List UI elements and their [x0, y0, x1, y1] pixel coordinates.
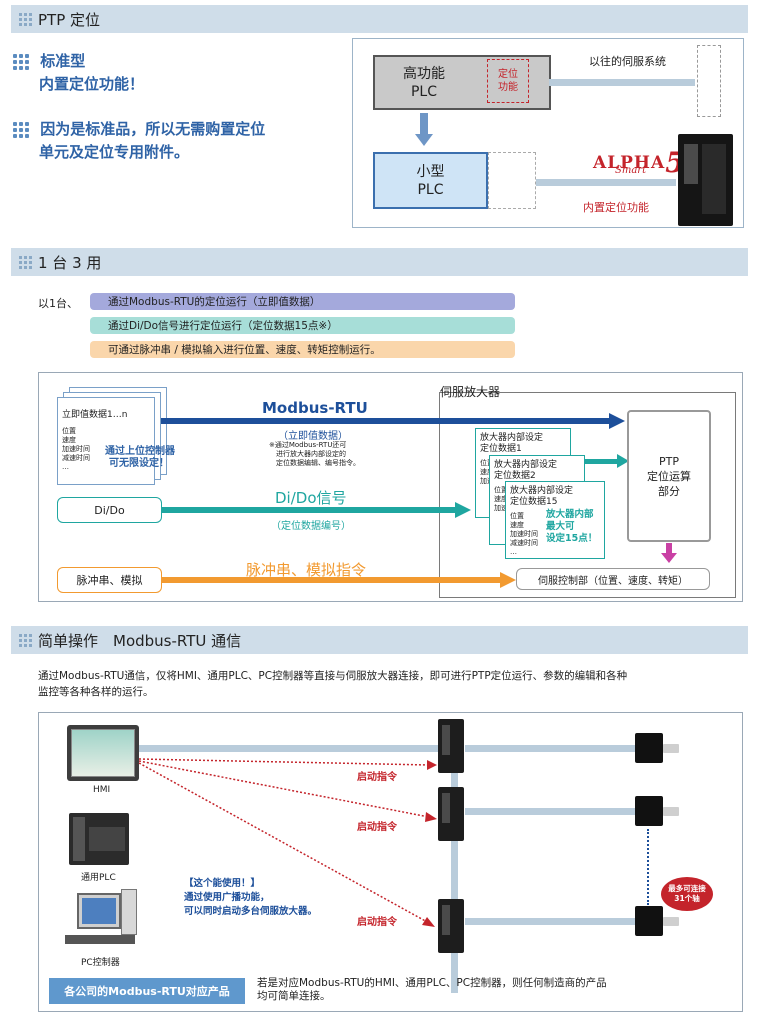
dots-icon: [19, 12, 32, 26]
card-arrow: [585, 459, 619, 464]
section-header-ptp: PTP 定位: [11, 5, 748, 33]
bullet-icon: [13, 54, 29, 70]
chain-dotted-line: [647, 829, 649, 905]
servo-amplifier-1: [438, 719, 464, 773]
footer-note: 若是对应Modbus-RTU的HMI、通用PLC、PC控制器，则任何制造商的产品…: [257, 977, 607, 1002]
dido-box: Di/Do: [57, 497, 162, 523]
card-note: 放大器内部最大可设定15点！: [546, 509, 598, 544]
three-mode-diagram: 伺服放大器 立即值数据1…n 位置速度加速时间减速时间… 通过上位控制器可无限设…: [38, 372, 743, 602]
dido-sub: （定位数据编号）: [271, 521, 351, 532]
mode-pill-modbus: 通过Modbus-RTU的定位运行（立即值数据）: [90, 293, 515, 310]
modbus-arrow: [161, 418, 611, 424]
hmi-image: [67, 725, 139, 781]
arrow-right-icon: [617, 454, 629, 468]
feature-bullet-2: 因为是标准品，所以无需购置定位 单元及定位专用附件。: [13, 118, 265, 164]
mode-pill-pulse: 可通过脉冲串 / 模拟输入进行位置、速度、转矩控制运行。: [90, 341, 515, 358]
dots-icon: [19, 633, 32, 647]
section-header-3in1: 1 台 3 用: [11, 248, 748, 276]
pc-tower: [121, 889, 137, 935]
legacy-label: 以往的伺服系统: [589, 55, 666, 68]
card-data15: 放大器内部设定定位数据15 位置速度加速时间减速时间…: [505, 481, 605, 559]
dido-arrow: [162, 507, 457, 513]
start-command-3: 启动指令: [357, 917, 397, 928]
dashed-extension: [488, 152, 536, 209]
positioning-function: 定位功能: [487, 59, 529, 103]
cable: [536, 179, 676, 186]
servo-motor-3: [635, 906, 679, 936]
servo-amplifier-3: [438, 899, 464, 953]
builtin-label: 内置定位功能: [583, 201, 649, 214]
dido-label: Di/Do信号: [275, 489, 347, 507]
plc-image: [69, 813, 129, 865]
broadcast-note: 【这个能使用！】通过使用广播功能，可以同时启动多台伺服放大器。: [184, 878, 318, 917]
section-title: 简单操作 Modbus-RTU 通信: [38, 631, 242, 650]
start-command-arrows: [138, 758, 437, 927]
servo-amp-frame: [439, 392, 736, 598]
arrow-down-icon: [415, 134, 433, 146]
mode-pill-dido: 通过Di/Do信号进行定位运行（定位数据15点※）: [90, 317, 515, 334]
pulse-label: 脉冲串、模拟指令: [246, 561, 367, 579]
pc-label: PC控制器: [81, 958, 120, 968]
arrow-down-icon: [661, 553, 677, 563]
arrow-right-icon: [455, 502, 471, 518]
hmi-label: HMI: [93, 785, 111, 795]
modbus-description: 通过Modbus-RTU通信，仅将HMI、通用PLC、PC控制器等直接与伺服放大…: [38, 670, 628, 698]
feature-bullet-1: 标准型 内置定位功能！: [13, 50, 144, 96]
pc-keyboard: [65, 935, 135, 944]
ptp-arrow: [666, 543, 672, 555]
compatible-products-badge: 各公司的Modbus-RTU对应产品: [49, 978, 245, 1004]
plc-label: 通用PLC: [81, 873, 116, 883]
servo-motor-1: [635, 733, 679, 763]
modbus-sub: （立即值数据）: [278, 431, 348, 442]
section-header-modbus: 简单操作 Modbus-RTU 通信: [11, 626, 748, 654]
servo-control-box: 伺服控制部（位置、速度、转矩）: [516, 568, 710, 590]
modbus-note: ※通过Modbus-RTU还可进行放大器内部设定的定位数据编辑、编号指令。: [269, 441, 360, 467]
arrow-right-icon: [500, 572, 516, 588]
pulse-arrow: [162, 577, 502, 583]
arrow-right-icon: [609, 413, 625, 429]
smart-label: Smart: [615, 165, 647, 176]
pulse-box: 脉冲串、模拟: [57, 567, 162, 593]
pc-image: [77, 893, 121, 929]
bullet-icon: [13, 122, 29, 138]
amp-title: 伺服放大器: [440, 385, 501, 399]
start-command-2: 启动指令: [357, 822, 397, 833]
servo-amplifier-2: [438, 787, 464, 841]
servo-amplifier-image: [678, 134, 733, 226]
start-command-1: 启动指令: [357, 772, 397, 783]
dots-icon: [19, 255, 32, 269]
immediate-data-doc: 立即值数据1…n 位置速度加速时间减速时间…: [57, 397, 155, 485]
modbus-label: Modbus-RTU: [262, 399, 368, 417]
cable: [549, 79, 695, 86]
legacy-servo: [697, 45, 721, 117]
doc-note: 通过上位控制器可无限设定！: [105, 446, 175, 469]
daisy-chain-cable: [451, 773, 458, 993]
servo-motor-2: [635, 796, 679, 826]
section-title: 1 台 3 用: [38, 253, 102, 272]
section-title: PTP 定位: [38, 10, 101, 29]
arrow-shaft: [420, 113, 428, 135]
lead-text: 以1台、: [38, 297, 78, 310]
